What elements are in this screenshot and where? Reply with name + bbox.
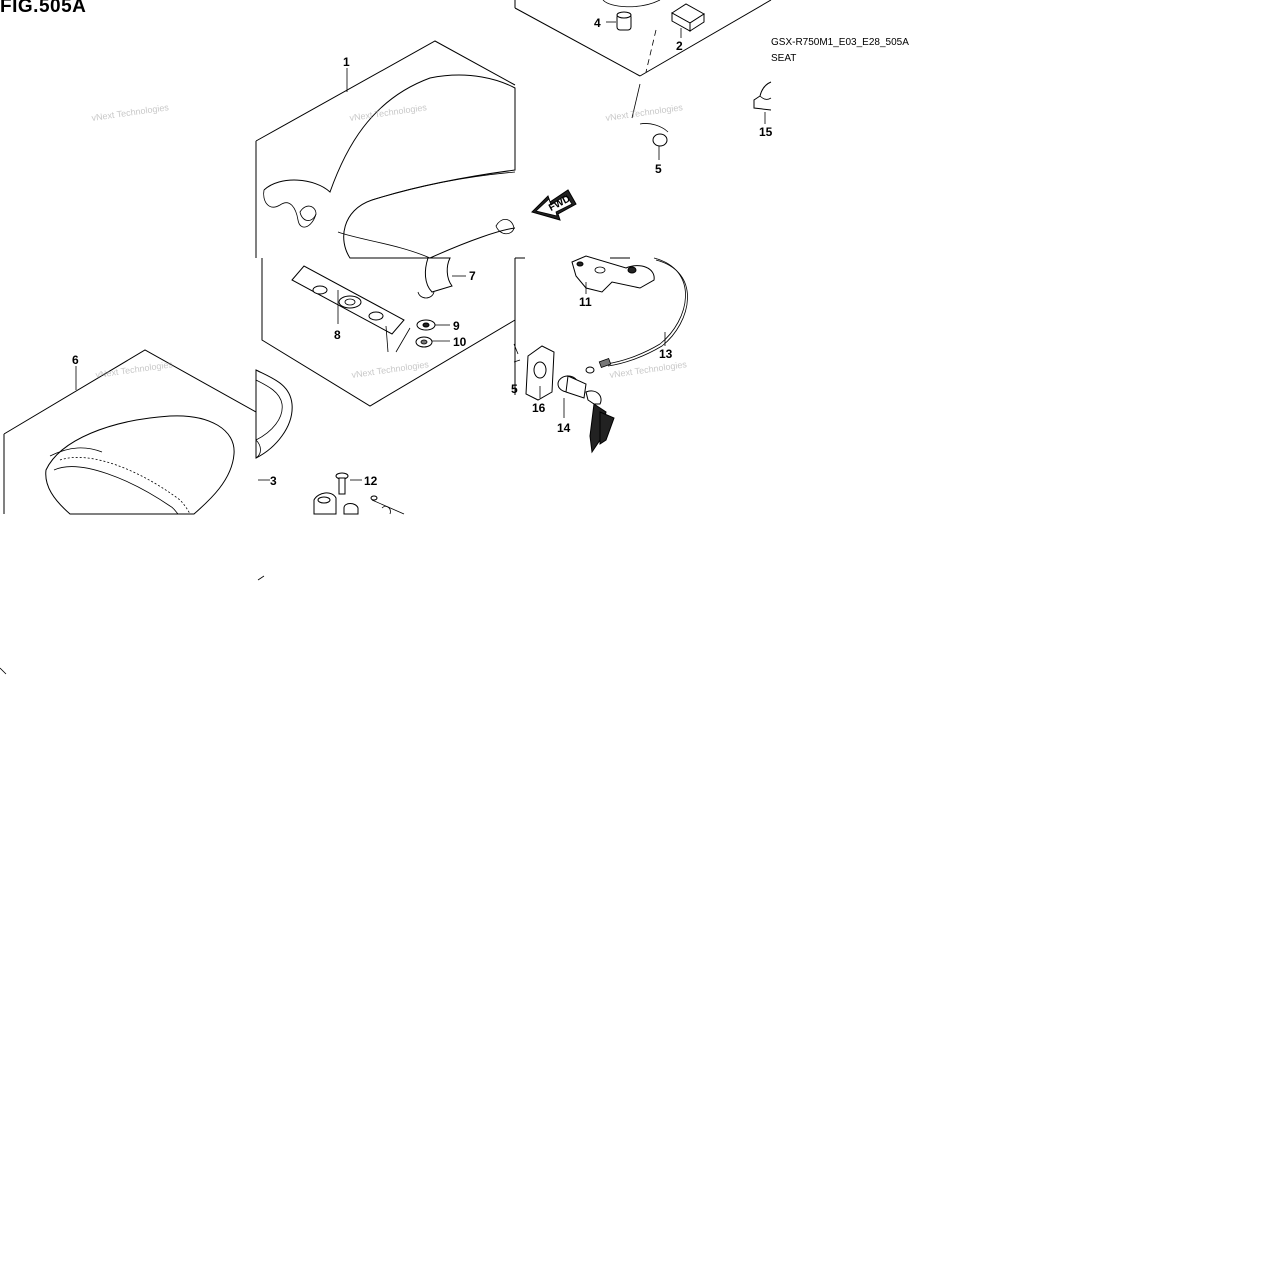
stray-mark (0, 667, 7, 675)
main-seat-panel (255, 40, 516, 407)
watermark-text: vNext Technologies (91, 102, 170, 123)
callout-11: 11 (579, 295, 592, 309)
watermark-text: vNext Technologies (95, 359, 174, 380)
watermark-text: vNext Technologies (605, 102, 684, 123)
part-3-panel (255, 369, 293, 481)
callout-6: 6 (72, 353, 79, 367)
callout-4: 4 (594, 16, 601, 30)
top-right-panel (514, 0, 772, 160)
model-code: GSX-R750M1_E03_E28_505A (771, 37, 909, 48)
callout-9: 9 (453, 319, 460, 333)
callout-8: 8 (334, 328, 341, 342)
callout-1: 1 (343, 55, 350, 69)
rear-seat-panel (3, 349, 257, 515)
callout-7: 7 (469, 269, 476, 283)
callout-10: 10 (453, 335, 467, 349)
watermark-text: vNext Technologies (609, 359, 688, 380)
callout-13: 13 (659, 347, 673, 361)
callout-5-partial: 5 (511, 382, 518, 396)
callout-5: 5 (655, 162, 662, 176)
lock-cable-panel (513, 255, 688, 454)
part-12-panel (313, 472, 405, 515)
callout-16: 16 (532, 401, 546, 415)
fwd-arrow (531, 189, 577, 221)
figure-title: FIG.505A (0, 0, 87, 17)
callout-15: 15 (759, 125, 773, 139)
stray-mark (257, 575, 265, 581)
watermark-text: vNext Technologies (351, 359, 430, 380)
callout-2: 2 (676, 39, 683, 53)
section-name: SEAT (771, 53, 797, 64)
callout-14: 14 (557, 421, 571, 435)
callout-12: 12 (364, 474, 378, 488)
callout-3: 3 (270, 474, 277, 488)
